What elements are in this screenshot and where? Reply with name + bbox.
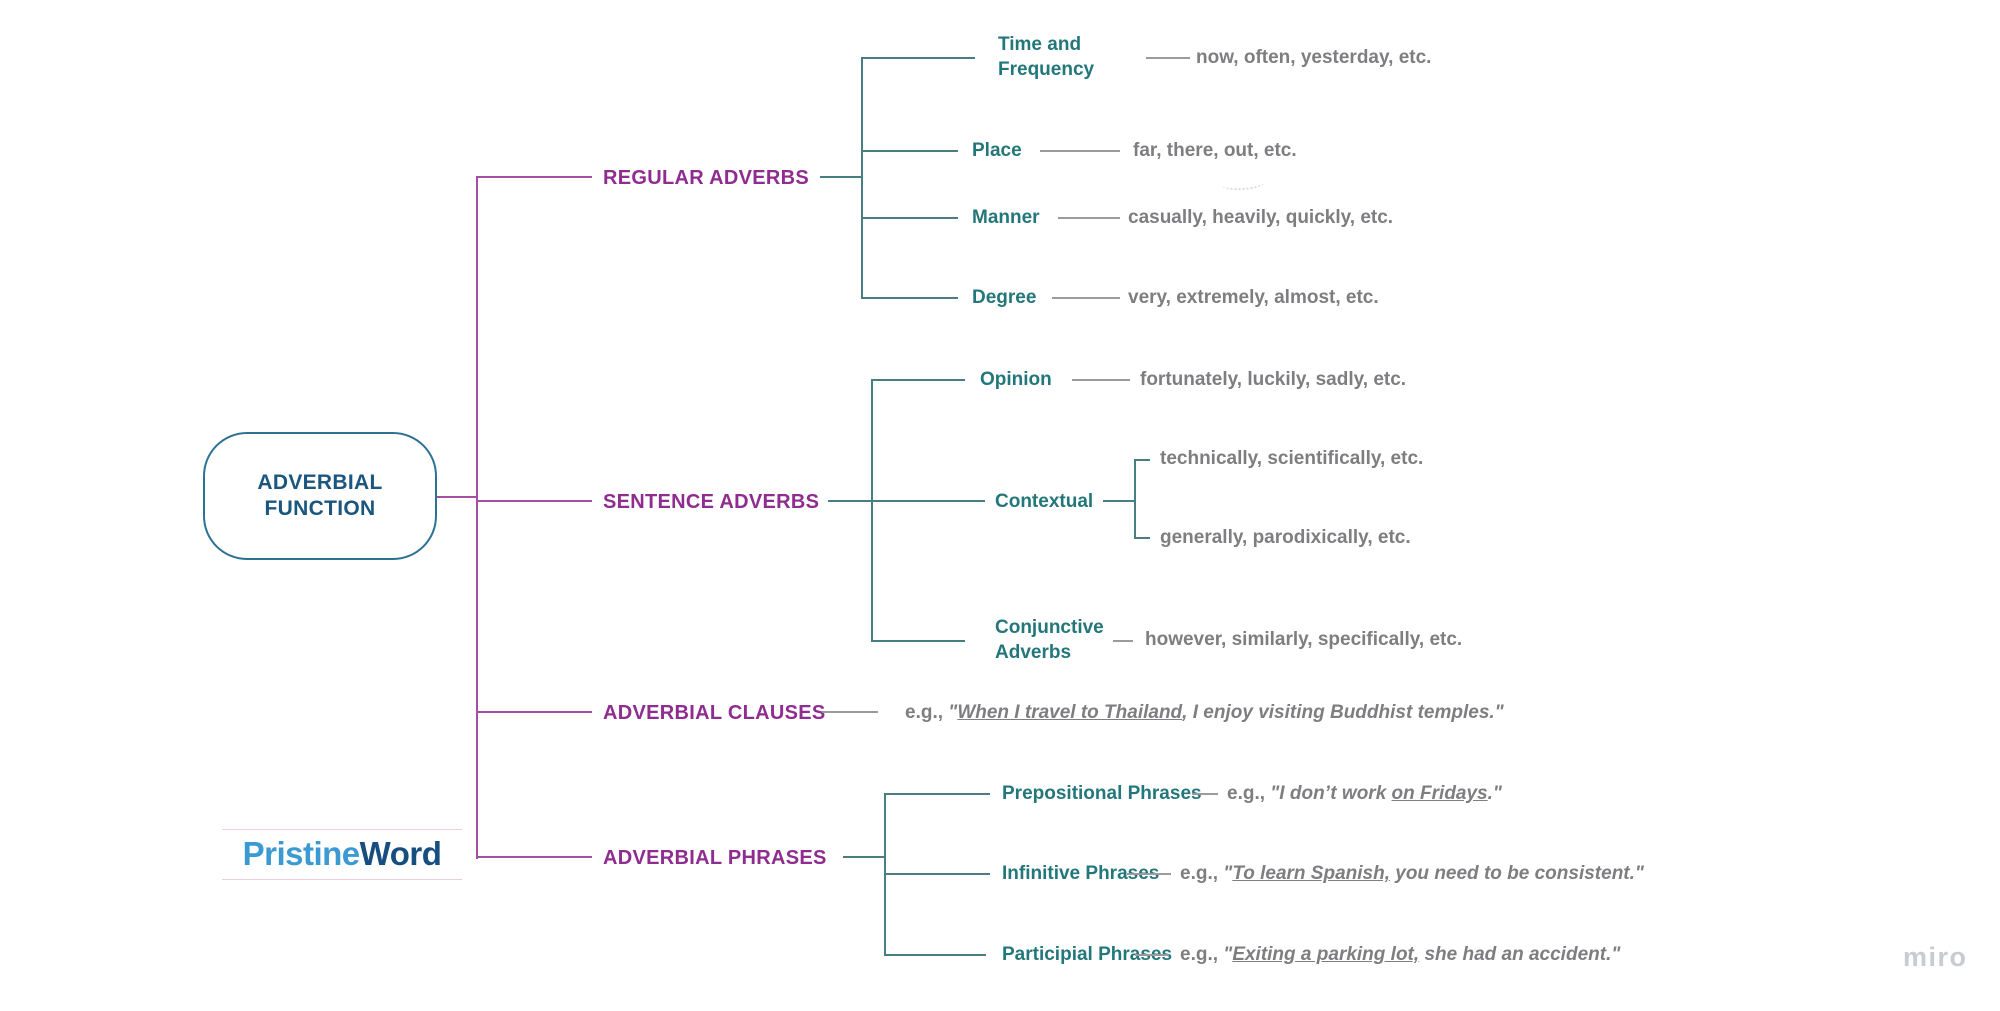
branch-adverbial-phrases[interactable]: ADVERBIAL PHRASES <box>603 847 827 869</box>
node-place[interactable]: Place <box>972 140 1022 161</box>
example-conjunctive[interactable]: however, similarly, specifically, etc. <box>1145 629 1463 650</box>
stub-contextual-top <box>1134 459 1150 461</box>
example-participial-post: she had an accident." <box>1419 944 1621 965</box>
branch-regular-adverbs[interactable]: REGULAR ADVERBS <box>603 167 809 189</box>
node-manner[interactable]: Manner <box>972 207 1040 228</box>
root-node-label: ADVERBIAL FUNCTION <box>257 470 383 520</box>
stub-contextual-bottom <box>1134 537 1150 539</box>
example-prepositional-post: ." <box>1487 783 1502 804</box>
example-opinion[interactable]: fortunately, luckily, sadly, etc. <box>1140 369 1407 390</box>
stub-time-frequency <box>861 57 975 59</box>
node-infinitive-phrases[interactable]: Infinitive Phrases <box>1002 863 1160 884</box>
node-participial-phrases[interactable]: Participial Phrases <box>1002 944 1173 965</box>
stub-degree <box>861 297 958 299</box>
stub-infinitive <box>884 873 990 875</box>
pristineword-logo[interactable]: PristineWord <box>222 829 462 881</box>
node-contextual[interactable]: Contextual <box>995 491 1094 512</box>
example-infinitive-underlined: To learn Spanish, <box>1232 863 1390 884</box>
node-time-frequency[interactable]: Time and Frequency <box>998 34 1095 80</box>
node-opinion[interactable]: Opinion <box>980 369 1052 390</box>
example-clauses-rest: , I enjoy visiting Buddhist temples." <box>1182 702 1504 723</box>
miro-watermark: miro <box>1903 942 1968 972</box>
dash-time-frequency <box>1146 57 1190 59</box>
example-infinitive-prefix: e.g., <box>1180 863 1224 884</box>
connector-sentence-contextual <box>828 500 985 502</box>
example-prepositional-underlined: on Fridays <box>1391 783 1488 804</box>
example-clauses-open: " <box>948 702 958 723</box>
dash-place <box>1040 150 1120 152</box>
bracket-regular-vertical <box>861 57 863 299</box>
bracket-contextual-vertical <box>1134 459 1136 539</box>
example-participial-pre: " <box>1223 944 1233 965</box>
connector-root-trunk <box>437 496 477 498</box>
stub-prepositional <box>884 793 990 795</box>
dash-participial <box>1135 954 1169 956</box>
node-prepositional-phrases[interactable]: Prepositional Phrases <box>1002 783 1202 804</box>
connector-branch-phrases <box>478 856 592 858</box>
node-conjunctive-adverbs[interactable]: Conjunctive Adverbs <box>995 617 1104 663</box>
connector-phrases-bracket <box>843 856 885 858</box>
dash-clauses <box>822 711 878 713</box>
dash-degree <box>1052 297 1120 299</box>
example-clauses-underlined: When I travel to Thailand <box>957 702 1183 723</box>
example-place[interactable]: far, there, out, etc. <box>1133 140 1297 161</box>
stub-participial <box>884 954 986 956</box>
branch-sentence-adverbs[interactable]: SENTENCE ADVERBS <box>603 491 820 513</box>
connector-branch-regular <box>478 176 592 178</box>
dash-opinion <box>1072 379 1130 381</box>
example-participial[interactable]: e.g., "Exiting a parking lot, she had an… <box>1180 943 1620 967</box>
connector-branch-clauses <box>478 711 592 713</box>
example-prepositional[interactable]: e.g., "I don’t work on Fridays." <box>1227 782 1502 806</box>
example-infinitive-post: you need to be consistent." <box>1389 863 1644 884</box>
example-clauses[interactable]: e.g., "When I travel to Thailand, I enjo… <box>905 701 1504 725</box>
dash-manner <box>1058 217 1120 219</box>
example-manner[interactable]: casually, heavily, quickly, etc. <box>1128 207 1394 228</box>
example-participial-underlined: Exiting a parking lot, <box>1232 944 1420 965</box>
branch-adverbial-clauses[interactable]: ADVERBIAL CLAUSES <box>603 702 826 724</box>
bracket-sentence-vertical <box>871 379 873 642</box>
node-degree[interactable]: Degree <box>972 287 1037 308</box>
dash-conjunctive <box>1113 640 1133 642</box>
stub-manner <box>861 217 958 219</box>
dash-prepositional <box>1192 793 1218 795</box>
dash-contextual <box>1103 500 1135 502</box>
stub-place <box>861 150 958 152</box>
connector-trunk-vertical <box>476 176 478 859</box>
example-contextual-1[interactable]: technically, scientifically, etc. <box>1160 448 1424 469</box>
example-prepositional-pre: "I don’t work <box>1270 783 1392 804</box>
example-degree[interactable]: very, extremely, almost, etc. <box>1128 287 1379 308</box>
dash-infinitive <box>1127 873 1171 875</box>
stub-conjunctive <box>871 640 965 642</box>
root-node[interactable]: ADVERBIAL FUNCTION <box>203 432 437 560</box>
example-participial-prefix: e.g., <box>1180 944 1224 965</box>
logo-text-pristine: Pristine <box>242 835 361 872</box>
example-time-frequency[interactable]: now, often, yesterday, etc. <box>1196 47 1432 68</box>
squiggle-mark <box>1221 176 1265 192</box>
example-clauses-prefix: e.g., <box>905 702 949 723</box>
example-prepositional-prefix: e.g., <box>1227 783 1271 804</box>
stub-opinion <box>871 379 965 381</box>
logo-text-word: Word <box>359 835 442 872</box>
connector-branch-sentence <box>478 500 592 502</box>
connector-regular-bracket <box>820 176 862 178</box>
example-infinitive[interactable]: e.g., "To learn Spanish, you need to be … <box>1180 862 1644 886</box>
example-infinitive-pre: " <box>1223 863 1233 884</box>
example-contextual-2[interactable]: generally, parodixically, etc. <box>1160 527 1411 548</box>
